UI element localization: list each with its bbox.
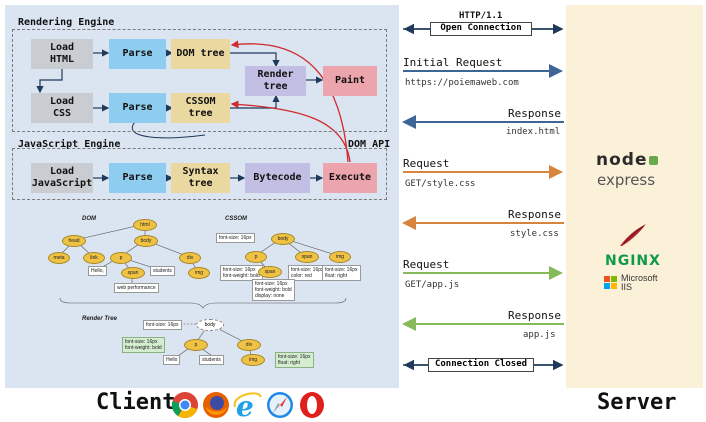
response-1-file: index.html bbox=[506, 127, 561, 137]
nginx-logo: NGINX bbox=[605, 253, 661, 269]
cssom-root-note: font-size: 16px bbox=[216, 233, 255, 243]
dom-node-span: span bbox=[121, 267, 145, 279]
cssom-p-note: font-size: 16px font-weight: bold bbox=[220, 265, 263, 281]
render-node-students: students bbox=[199, 355, 224, 365]
http-version-label: HTTP/1.1 bbox=[459, 11, 503, 21]
dom-node-body: body bbox=[134, 235, 158, 247]
request-2-label: Request bbox=[403, 157, 450, 170]
dom-node-div: div bbox=[179, 252, 201, 264]
render-root-note: font-size: 16px bbox=[143, 320, 182, 330]
response-2-file: style.css bbox=[510, 229, 559, 239]
node-hex-icon bbox=[649, 156, 659, 165]
dom-node-hello: Hello, bbox=[88, 266, 107, 276]
initial-request-label: Initial Request bbox=[403, 56, 503, 69]
render-tree-label: Render Tree bbox=[82, 316, 117, 322]
dom-tree-label: DOM bbox=[82, 216, 96, 222]
apache-feather-icon bbox=[620, 224, 646, 246]
response-2-label: Response bbox=[508, 208, 561, 221]
node-logo: node bbox=[596, 150, 659, 170]
server-panel bbox=[566, 5, 703, 388]
cssom-span-sub-note: font-size: 16px font-weight: bold displa… bbox=[252, 279, 295, 301]
syntax-tree-box: Syntax tree bbox=[171, 163, 230, 193]
cssom-tree-label: CSSOM bbox=[225, 216, 248, 222]
cssom-node-img: img bbox=[329, 251, 351, 263]
server-label: Server bbox=[597, 390, 677, 415]
cssom-tree-box: CSSOM tree bbox=[171, 93, 230, 123]
request-3-label: Request bbox=[403, 258, 450, 271]
firefox-icon bbox=[203, 392, 229, 418]
chrome-icon bbox=[171, 392, 198, 419]
render-node-div: div bbox=[237, 339, 261, 351]
dom-node-p: p bbox=[110, 252, 132, 264]
render-img-note: font-size: 16px float: right bbox=[275, 352, 314, 368]
dom-node-link: link bbox=[83, 252, 105, 264]
dom-node-web-performance: web performance bbox=[114, 283, 159, 293]
render-node-img: img bbox=[241, 354, 265, 366]
cssom-node-p: p bbox=[245, 251, 267, 263]
dom-api-label: DOM API bbox=[348, 139, 391, 150]
dom-node-img: img bbox=[188, 267, 210, 279]
javascript-engine-group bbox=[12, 148, 387, 200]
render-node-hello: Hello bbox=[163, 355, 181, 365]
request-2-path: GET/style.css bbox=[405, 179, 476, 189]
request-3-path: GET/app.js bbox=[405, 280, 460, 290]
opera-icon bbox=[300, 392, 324, 418]
initial-request-url: https://poiemaweb.com bbox=[405, 78, 519, 88]
dom-tree-box: DOM tree bbox=[171, 39, 230, 69]
render-p-note: font-size: 16px font-weight: bold bbox=[122, 337, 165, 353]
response-3-file: app.js bbox=[523, 330, 556, 340]
javascript-engine-title: JavaScript Engine bbox=[18, 139, 121, 150]
parse-css-box: Parse bbox=[109, 93, 166, 123]
response-1-label: Response bbox=[508, 107, 561, 120]
parse-html-box: Parse bbox=[109, 39, 166, 69]
response-3-label: Response bbox=[508, 309, 561, 322]
svg-text:e: e bbox=[236, 391, 254, 419]
render-tree-box: Render tree bbox=[245, 66, 306, 96]
microsoft-iis-logo: Microsoft IIS bbox=[621, 273, 658, 292]
microsoft-squares-icon bbox=[604, 276, 618, 290]
cssom-node-body: body bbox=[271, 233, 295, 245]
client-label: Client bbox=[96, 390, 176, 415]
rendering-engine-title: Rendering Engine bbox=[18, 17, 115, 28]
load-html-box: Load HTML bbox=[31, 39, 93, 69]
load-css-box: Load CSS bbox=[31, 93, 93, 123]
execute-box: Execute bbox=[323, 163, 377, 193]
paint-box: Paint bbox=[323, 66, 377, 96]
render-node-body: body bbox=[196, 319, 224, 331]
bytecode-box: Bytecode bbox=[245, 163, 310, 193]
dom-node-students: students bbox=[150, 266, 175, 276]
parse-js-box: Parse bbox=[109, 163, 166, 193]
cssom-img-note: font-size: 16px float: right bbox=[322, 265, 361, 281]
cssom-node-span-top: span bbox=[295, 251, 319, 263]
express-logo: express bbox=[597, 171, 656, 189]
dom-node-meta: meta bbox=[48, 252, 70, 264]
rendering-engine-group bbox=[12, 29, 387, 132]
dom-node-head: head bbox=[62, 235, 86, 247]
safari-icon bbox=[267, 392, 293, 418]
dom-node-html: html bbox=[133, 219, 157, 231]
connection-closed-label: Connection Closed bbox=[428, 358, 534, 372]
open-connection-label: Open Connection bbox=[430, 22, 532, 36]
cssom-span-note: font-size: 16px color: red bbox=[288, 265, 327, 281]
browser-icons: e bbox=[171, 391, 331, 419]
cssom-node-span-sub: span bbox=[258, 266, 282, 278]
render-node-p: p bbox=[184, 339, 208, 351]
load-javascript-box: Load JavaScript bbox=[31, 163, 93, 193]
ie-icon: e bbox=[233, 391, 262, 419]
